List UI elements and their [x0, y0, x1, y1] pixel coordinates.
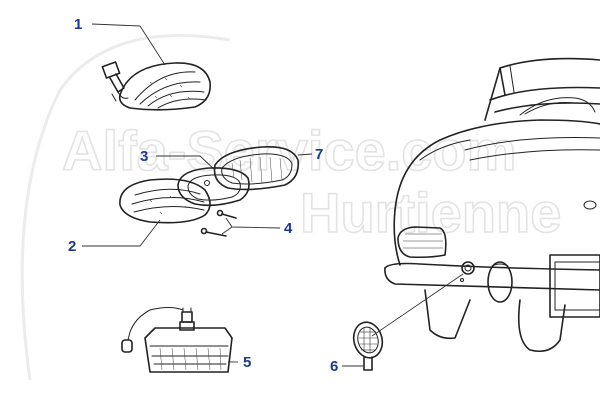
leader-4b [221, 226, 233, 235]
callout-7[interactable]: 7 [315, 146, 323, 163]
watermark: Alfa-Service.com Hurtienne [20, 34, 562, 381]
part-6-round-lamp[interactable] [350, 319, 386, 371]
leader-2 [82, 219, 161, 247]
car-rear-illustration [384, 57, 600, 353]
watermark-logo-arc [20, 34, 231, 381]
leader-3 [156, 155, 216, 171]
part-5-license-plate-lamp[interactable] [121, 307, 233, 373]
leader-6b [371, 273, 464, 337]
watermark-line2: Hurtienne [300, 181, 561, 244]
part-3-gasket[interactable] [177, 167, 250, 207]
callout-2[interactable]: 2 [68, 238, 76, 255]
callout-5[interactable]: 5 [243, 354, 251, 371]
part-2-turn-signal-lamp[interactable] [119, 178, 211, 224]
callout-3[interactable]: 3 [140, 148, 148, 165]
leader-lines [82, 23, 464, 367]
callout-6[interactable]: 6 [330, 358, 338, 375]
part-1-side-marker-lamp[interactable] [101, 61, 212, 111]
callout-4[interactable]: 4 [284, 220, 293, 237]
part-4-screws[interactable] [200, 209, 237, 237]
leader-7 [297, 153, 313, 156]
part-7-lamp-housing[interactable] [213, 145, 300, 191]
leader-1 [91, 23, 166, 66]
leader-4a [225, 217, 281, 229]
callout-1[interactable]: 1 [74, 16, 82, 33]
callouts: 1 2 3 4 5 6 7 [68, 16, 338, 375]
